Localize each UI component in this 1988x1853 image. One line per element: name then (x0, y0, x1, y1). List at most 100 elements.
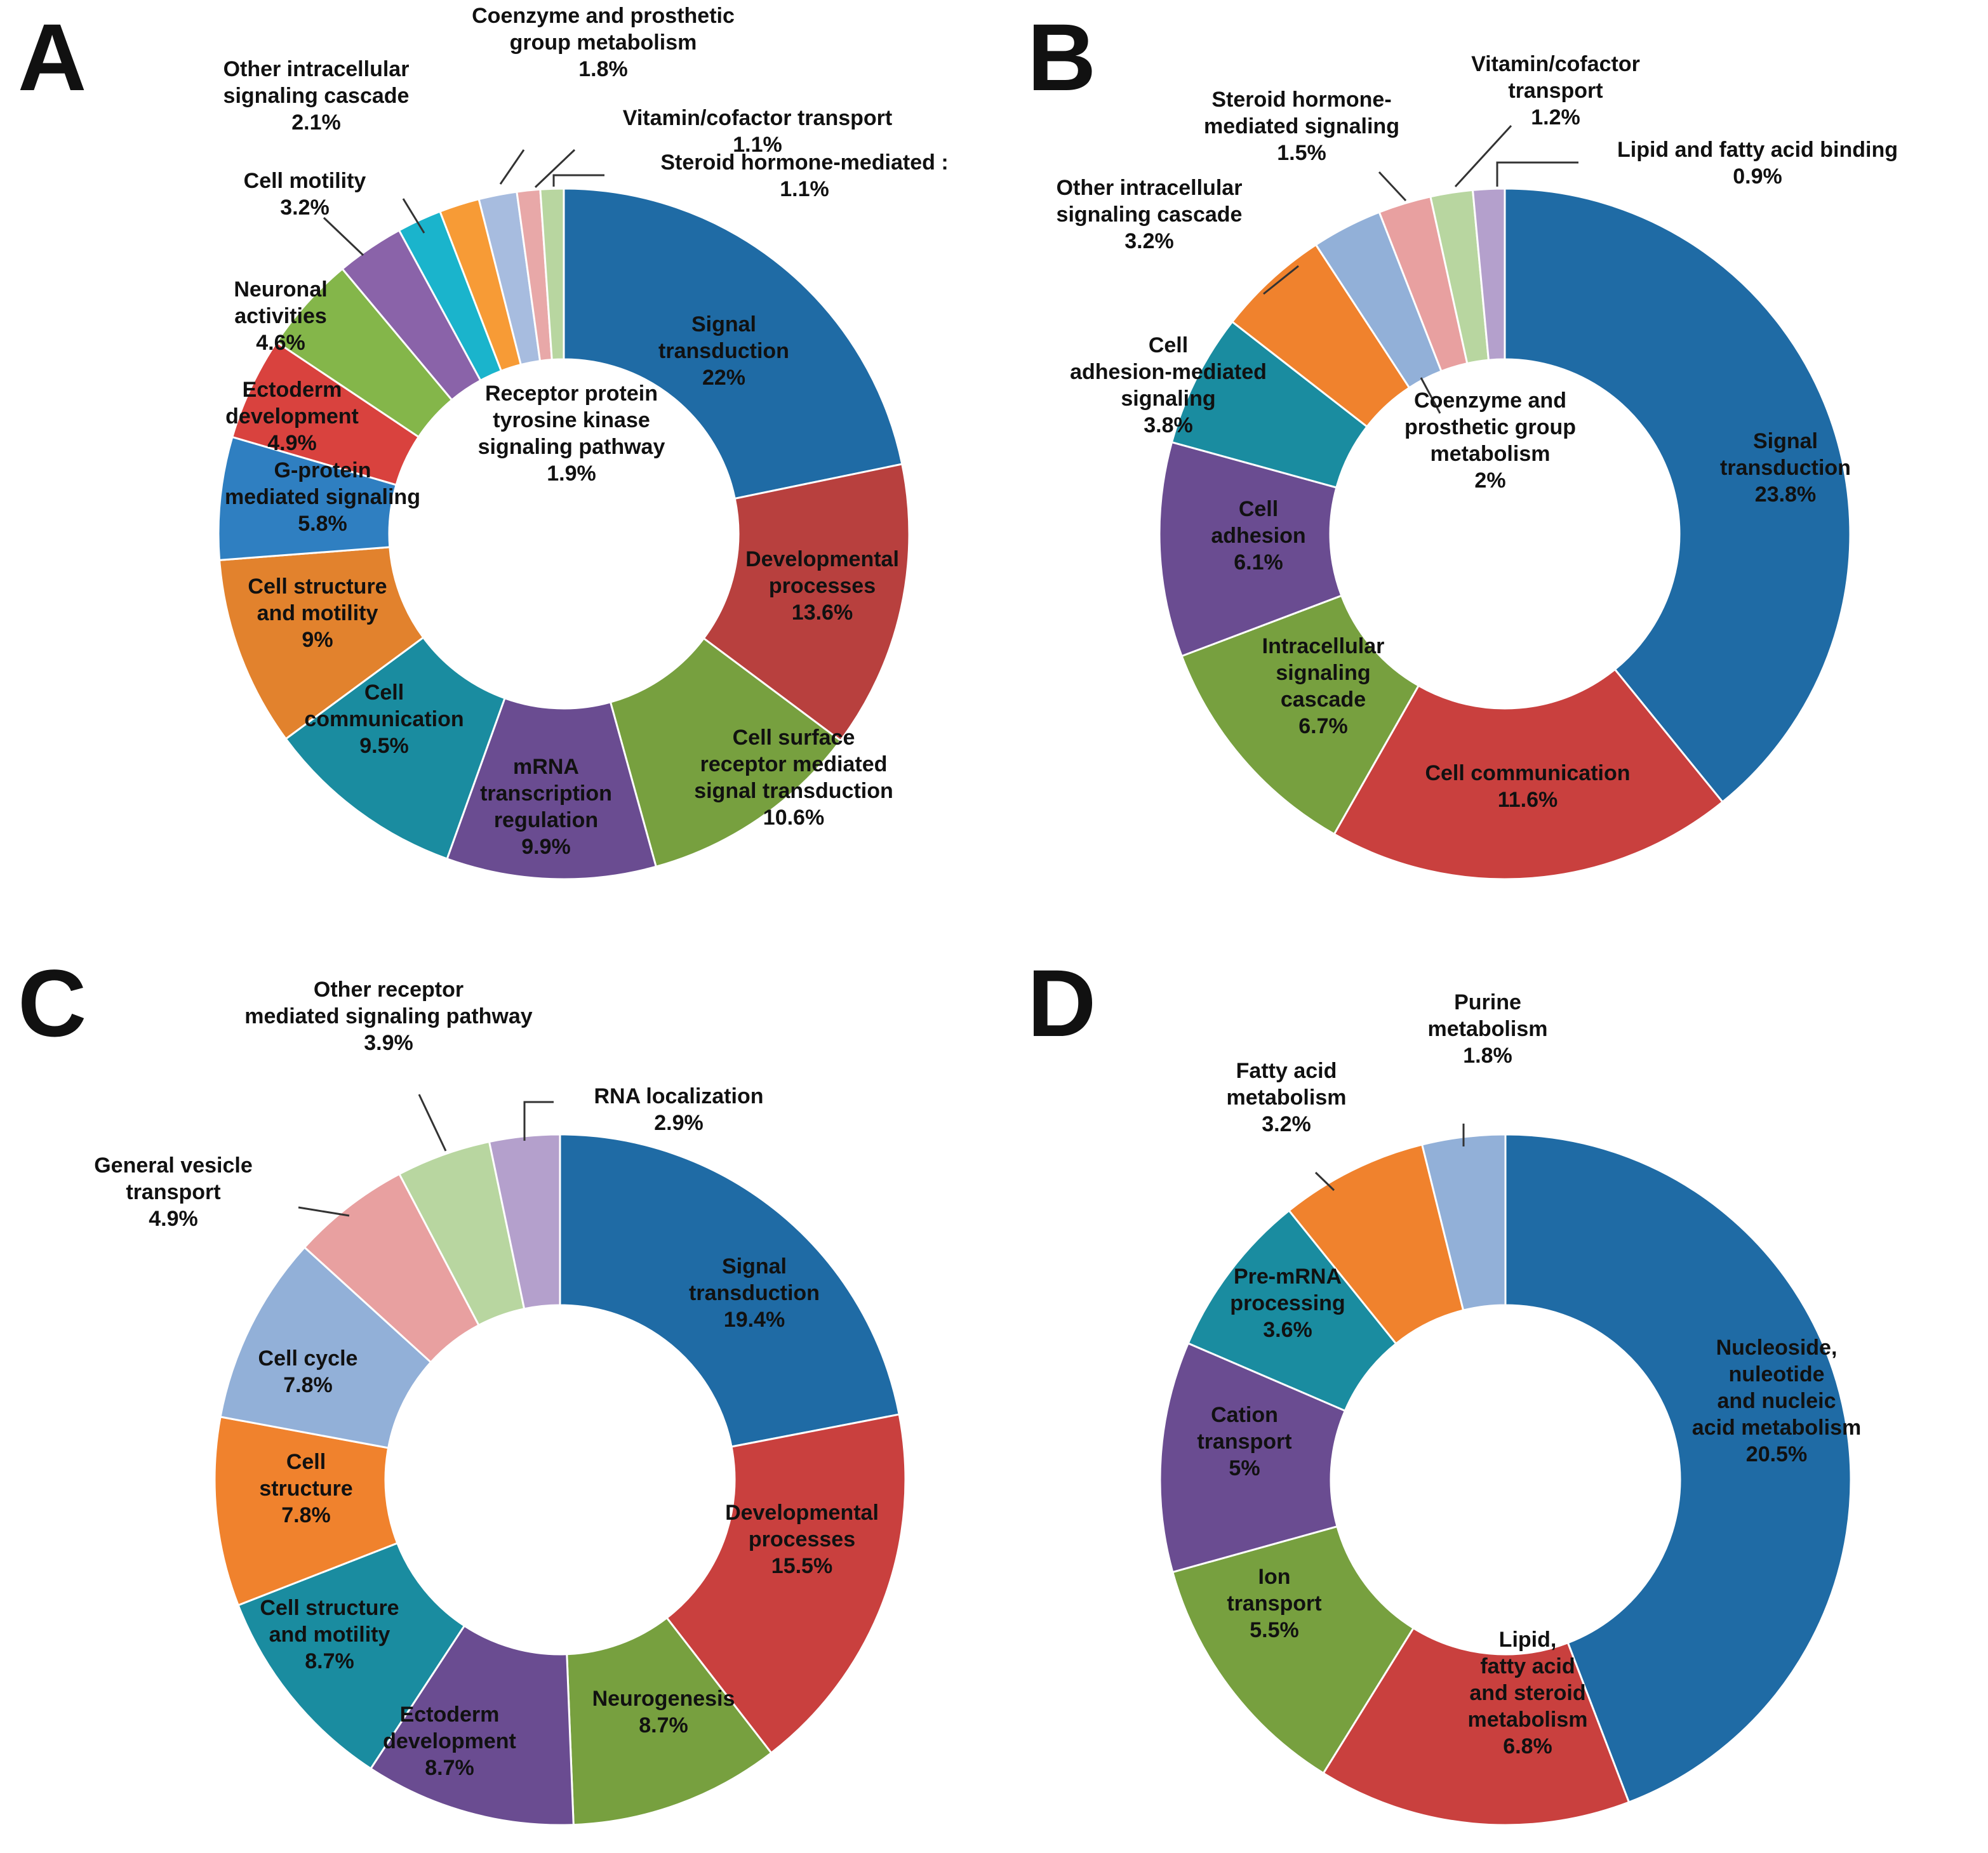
slice-label-line: 1.9% (547, 462, 596, 486)
slice-label-line: 9.9% (521, 835, 571, 859)
slice-label-line: processing (1230, 1291, 1345, 1315)
slice-label-line: 2.1% (291, 110, 341, 135)
slice-label-line: and nucleic (1717, 1389, 1836, 1413)
slice-label-line: 10.6% (763, 806, 824, 830)
slice-label-line: 4.9% (149, 1207, 198, 1231)
slice-label-line: metabolism (1227, 1086, 1347, 1110)
leader-line-steroid-hormone-mediated (552, 174, 604, 187)
slice-label-line: Fatty acid (1236, 1059, 1337, 1083)
slice-label-line: 2.9% (654, 1111, 704, 1135)
slice-ion-transport (1171, 1525, 1415, 1775)
slice-label-line: signaling pathway (478, 435, 665, 459)
slice-cell-communication (1333, 668, 1724, 880)
slice-label-line: 3.2% (1124, 229, 1174, 253)
slice-label-line: 23.8% (1755, 482, 1816, 507)
slice-label-line: Cell structure (248, 574, 387, 599)
slice-label-line: Cell structure (260, 1596, 399, 1620)
slice-label-line: Ion (1258, 1565, 1291, 1589)
slice-rna-localization (488, 1133, 561, 1310)
slice-label-line: RNA localization (594, 1084, 764, 1108)
slice-label-line: Cell surface (733, 726, 855, 750)
slice-label-line: 4.9% (267, 431, 317, 455)
slice-label-line: 0.9% (1733, 164, 1782, 189)
leader-line-cell-motility (323, 216, 364, 256)
leader-line-coenzyme-and-prosthetic-group-metabolism (1420, 377, 1441, 414)
slice-label-line: development (225, 404, 359, 428)
slice-label-line: Cell (1239, 497, 1278, 521)
slice-label-line: and motility (269, 1623, 390, 1647)
slice-label-line: Other intracellular (223, 57, 410, 81)
slice-developmental-processes (665, 1413, 907, 1755)
slice-label-line: 6.7% (1298, 714, 1348, 738)
slice-label-line: acid metabolism (1692, 1416, 1861, 1440)
slice-label-line: 1.8% (578, 57, 628, 81)
slice-label-line: transduction (1720, 456, 1851, 480)
slice-label-line: 5.8% (298, 512, 347, 536)
slice-label-line: 5.5% (1250, 1618, 1299, 1642)
slice-label-line: 22% (702, 366, 745, 390)
slice-label-line: adhesion (1211, 524, 1305, 548)
slice-label-line: G-protein (274, 458, 371, 482)
slice-label-line: 1.5% (1277, 141, 1326, 165)
slice-cation-transport (1159, 1342, 1347, 1574)
slice-label-line: mRNA (513, 755, 579, 779)
slice-label-line: signal transduction (694, 779, 893, 803)
slice-label-line: processes (749, 1527, 855, 1551)
slice-label-line: communication (304, 707, 464, 731)
slice-label-line: prosthetic group (1404, 415, 1576, 439)
slice-label-line: Purine (1454, 990, 1521, 1014)
slice-label-line: structure (259, 1477, 352, 1501)
panel-b-slices (1158, 187, 1851, 880)
slice-nucleoside-nuleotide-and-nucleic-acid-metabolism (1504, 1133, 1852, 1803)
slice-label-line: activities (234, 304, 327, 328)
slice-label-line: Pre-mRNA (1234, 1265, 1342, 1289)
leader-line-other-intracellular-signaling-cascade (402, 198, 425, 234)
panel-a-slices (217, 187, 911, 880)
slice-label-line: transduction (689, 1281, 820, 1305)
slice-label-line: signaling cascade (1057, 203, 1243, 227)
leader-line-vitamin-cofactor-transport (534, 149, 576, 189)
slice-label-line: Developmental (745, 547, 899, 571)
slice-label-line: Receptor protein (485, 382, 658, 406)
slice-purine-metabolism (1420, 1133, 1507, 1312)
slice-label-line: adhesion-mediated (1070, 360, 1267, 384)
slice-label-line: 11.6% (1498, 788, 1558, 812)
slice-cell-communication (284, 636, 506, 860)
slice-label-line: Cell (1149, 333, 1188, 357)
slice-label-line: Vitamin/cofactor (1471, 52, 1640, 76)
slice-label-line: 8.7% (425, 1756, 474, 1780)
slice-label-line: Nucleoside, (1716, 1336, 1838, 1360)
slice-label-line: 8.7% (639, 1713, 688, 1737)
leader-line-coenzyme-and-prosthetic-group-metabolism (499, 149, 525, 185)
slice-ectoderm-development (369, 1624, 575, 1826)
slice-label-line: fatty acid (1480, 1654, 1575, 1678)
slice-label-line: 3.9% (364, 1031, 413, 1055)
slice-label-line: Signal (691, 312, 756, 336)
slice-cell-surface-receptor-mediated-signal-transduction (609, 637, 842, 868)
